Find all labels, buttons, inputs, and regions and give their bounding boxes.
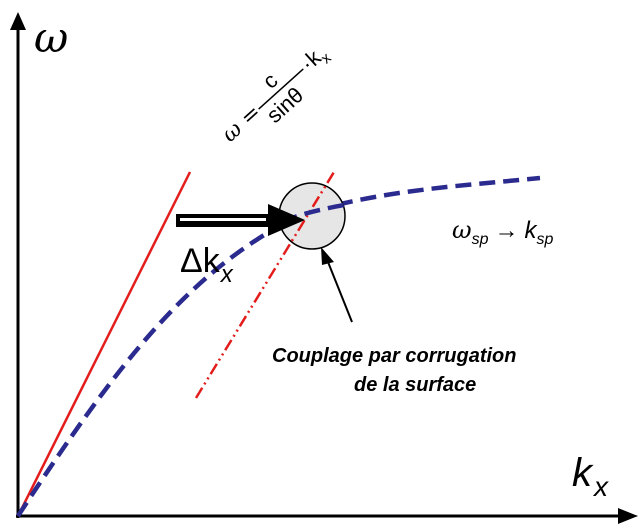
svg-text:·kx: ·kx bbox=[295, 40, 335, 80]
svg-text:c: c bbox=[258, 68, 283, 94]
momentum-gap-arrow bbox=[176, 204, 305, 236]
pointer-arrow-line bbox=[327, 261, 353, 323]
momentum-gap-label: Δkx bbox=[180, 242, 234, 288]
pointer-arrowhead bbox=[321, 247, 334, 265]
omega-axis-label: ω bbox=[34, 13, 68, 62]
kx-axis-label: kx bbox=[572, 451, 609, 502]
light-line-formula: ω = c sinθ ·kx bbox=[217, 40, 335, 148]
svg-text:sinθ: sinθ bbox=[262, 82, 309, 128]
surface-plasmon-label: ωsp→ksp bbox=[452, 216, 553, 248]
omega-axis-arrowhead bbox=[10, 12, 26, 30]
caption-line-2: de la surface bbox=[354, 374, 476, 396]
svg-text:ω =: ω = bbox=[217, 100, 266, 148]
caption-line-1: Couplage par corrugation bbox=[272, 345, 516, 367]
light-line bbox=[16, 171, 192, 517]
kx-axis-arrowhead bbox=[618, 508, 638, 524]
grating-coupled-light-line bbox=[194, 171, 336, 399]
